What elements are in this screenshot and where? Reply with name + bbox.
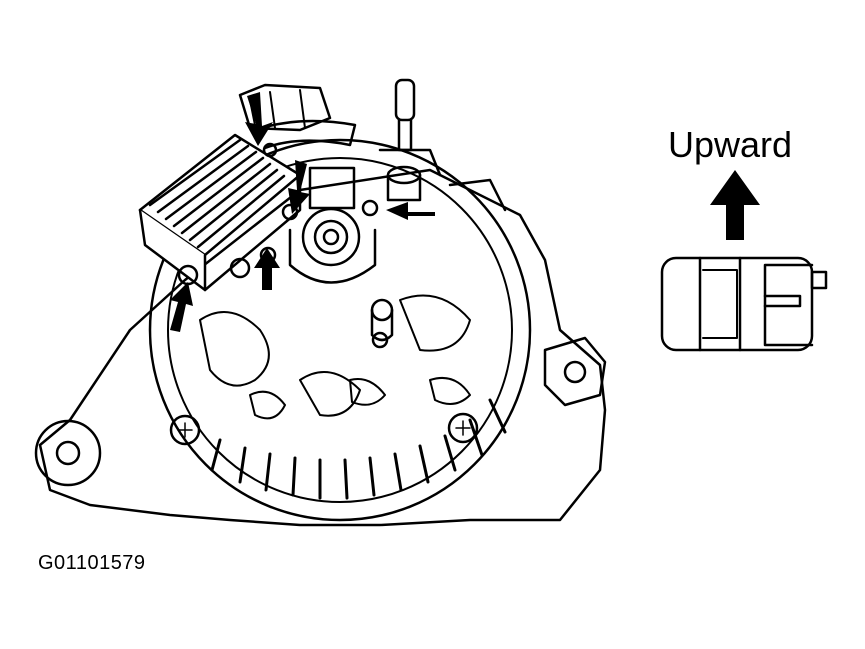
alternator-drawing <box>34 78 607 527</box>
direction-label: Upward <box>668 124 793 165</box>
arrow-icon <box>710 170 760 240</box>
arrow-icon <box>288 160 310 214</box>
regulator-icon <box>138 133 302 292</box>
connector-icon <box>660 256 828 352</box>
arrow-icon <box>386 202 435 220</box>
arrow-icon <box>254 248 280 290</box>
arrow-icon <box>245 92 273 146</box>
figure-id: G01101579 <box>38 552 146 574</box>
arrow-icon <box>170 282 193 332</box>
